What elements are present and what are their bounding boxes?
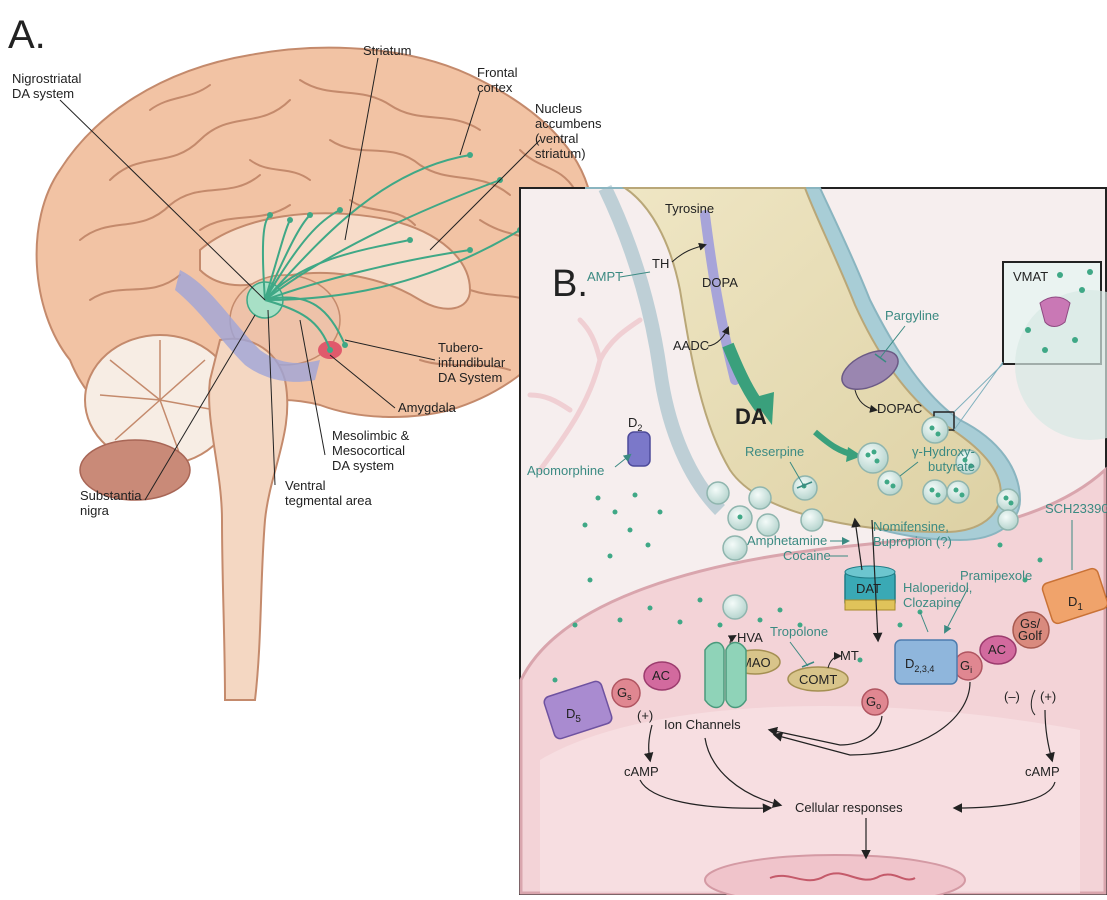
docked-vesicle-1 xyxy=(723,595,747,619)
label-aadc: AADC xyxy=(673,338,709,353)
label-sch23390: SCH23390 xyxy=(1045,501,1107,516)
panel-b-letter: B. xyxy=(552,263,588,305)
label-th: TH xyxy=(652,256,669,271)
docked-vesicle-2 xyxy=(998,510,1018,530)
label-pargyline: Pargyline xyxy=(885,308,939,323)
label-amphetamine: Amphetamine xyxy=(747,533,827,548)
label-tyrosine: Tyrosine xyxy=(665,201,714,216)
label-camp-right: cAMP xyxy=(1025,764,1060,779)
label-gs-golf: Gs/ Golf xyxy=(1018,616,1044,643)
label-nomifensine: Nomifensine, Bupropion (?) xyxy=(873,519,953,549)
label-ion-channels: Ion Channels xyxy=(664,717,741,732)
label-comt: COMT xyxy=(799,672,837,687)
label-reserpine: Reserpine xyxy=(745,444,804,459)
label-cocaine: Cocaine xyxy=(783,548,831,563)
label-minus: (–) xyxy=(1004,689,1020,704)
label-hva: HVA xyxy=(737,630,763,645)
label-amygdala: Amygdala xyxy=(398,400,457,415)
label-nucleus-accumbens: Nucleus accumbens (ventral striatum) xyxy=(535,101,605,161)
label-frontal-cortex: Frontal cortex xyxy=(477,65,521,95)
panel-a-letter: A. xyxy=(8,13,46,57)
label-nigrostriatal: Nigrostriatal DA system xyxy=(12,71,85,101)
panel-b: B. Tyrosine AMPT TH DOPA AADC DA Pargyli… xyxy=(520,188,1107,895)
label-da: DA xyxy=(735,404,767,429)
label-ac-left: AC xyxy=(652,668,670,683)
label-ampt: AMPT xyxy=(587,269,623,284)
label-dopac: DOPAC xyxy=(877,401,922,416)
label-plus-left: (+) xyxy=(637,708,653,723)
label-mesolimbic: Mesolimbic & Mesocortical DA system xyxy=(332,428,413,473)
label-vta: Ventral tegmental area xyxy=(285,478,372,508)
label-cellular-responses: Cellular responses xyxy=(795,800,903,815)
label-dat: DAT xyxy=(856,581,881,596)
dat-transporter: DAT xyxy=(845,566,895,610)
label-substantia-nigra: Substantia nigra xyxy=(80,488,145,518)
label-mt: MT xyxy=(840,648,859,663)
label-ac-right: AC xyxy=(988,642,1006,657)
label-plus-right: (+) xyxy=(1040,689,1056,704)
label-striatum: Striatum xyxy=(363,43,411,58)
label-dopa: DOPA xyxy=(702,275,738,290)
label-apomorphine: Apomorphine xyxy=(527,463,604,478)
brainstem xyxy=(209,339,287,700)
label-tropolone: Tropolone xyxy=(770,624,828,639)
panel-a: A. xyxy=(8,13,605,700)
label-camp-left: cAMP xyxy=(624,764,659,779)
ion-channel xyxy=(705,643,746,708)
d2-autoreceptor xyxy=(628,432,650,466)
label-vmat: VMAT xyxy=(1013,269,1048,284)
